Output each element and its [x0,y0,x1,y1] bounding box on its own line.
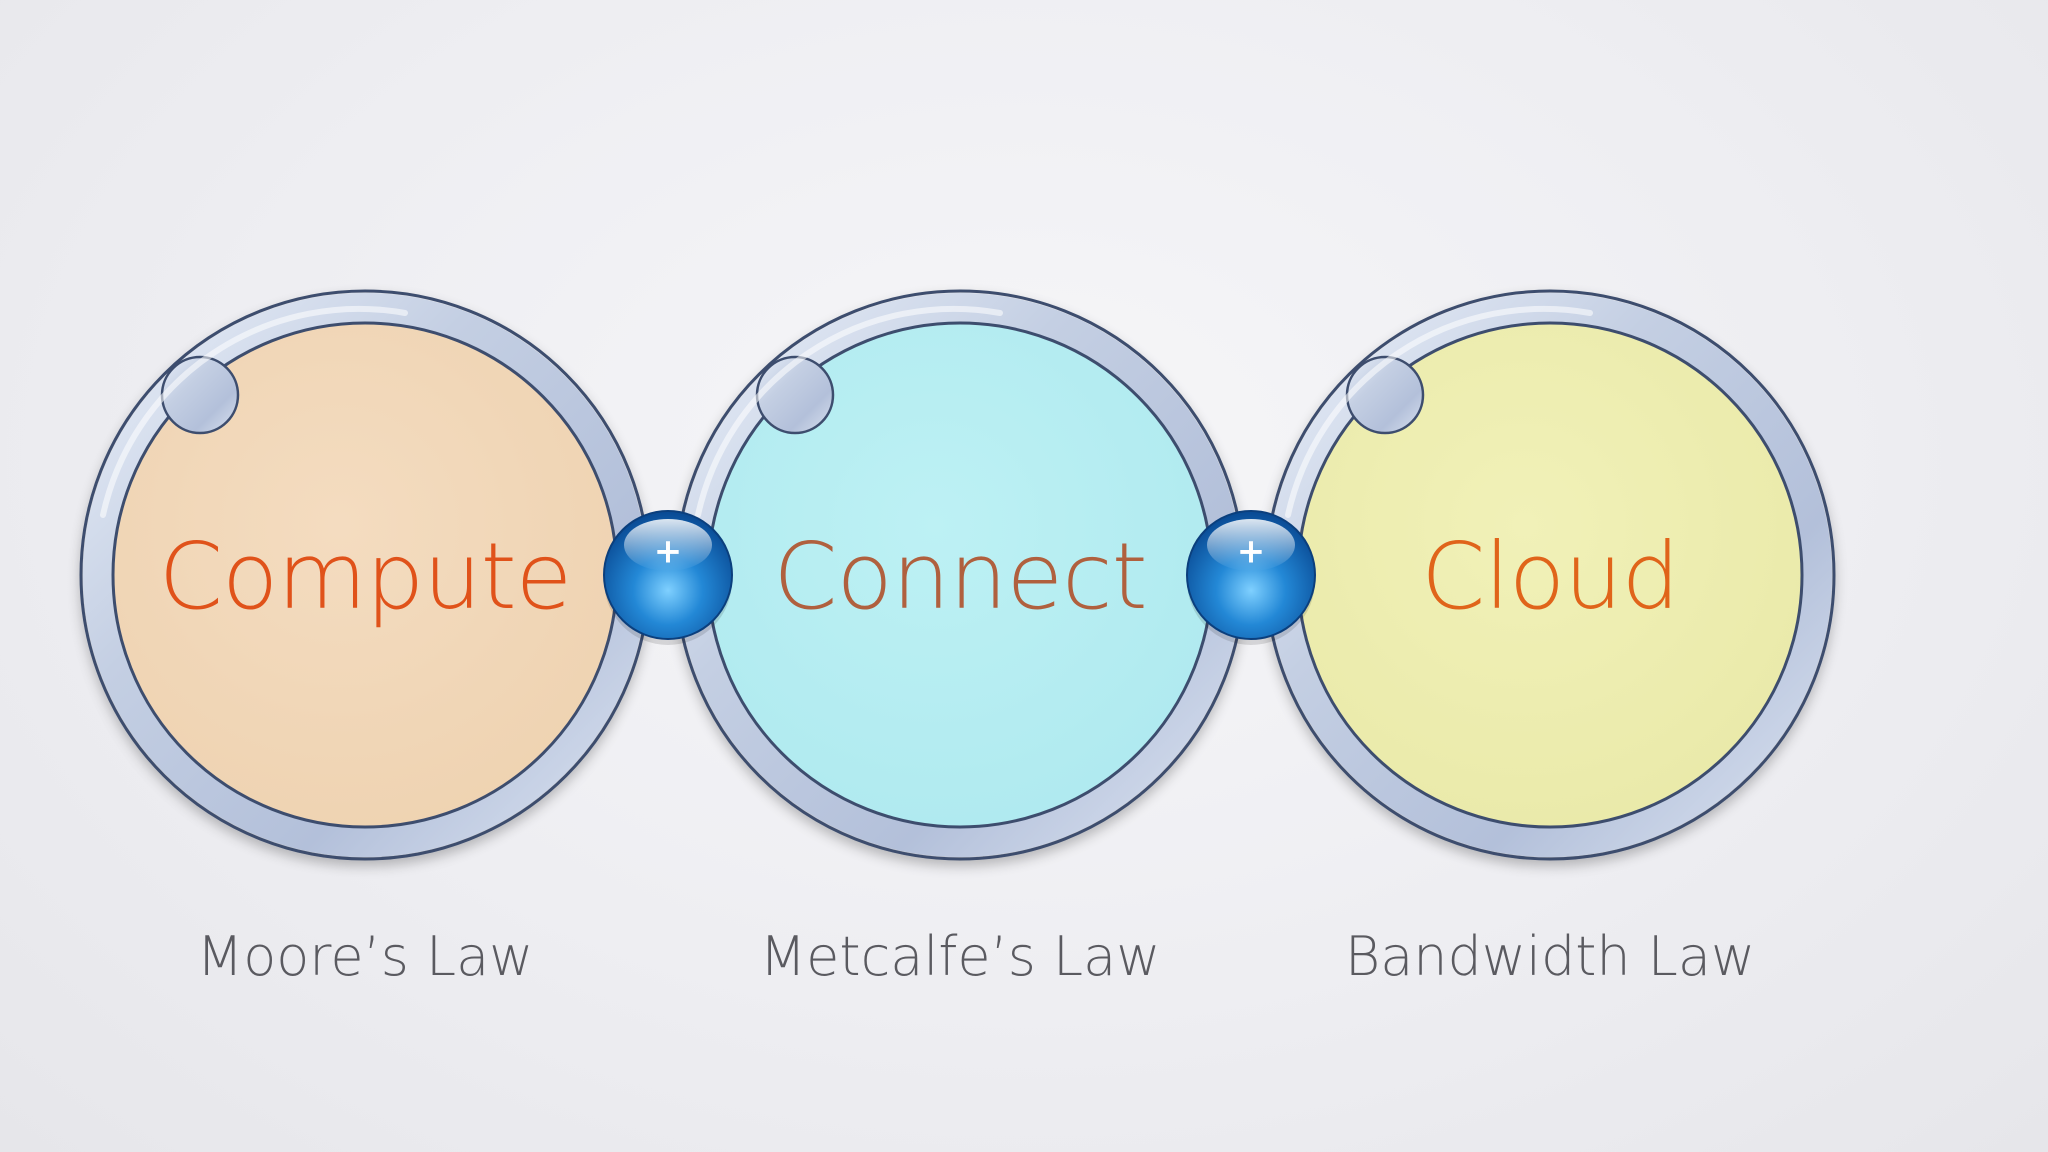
label-connect: Connect [773,523,1147,630]
node-cloud [1264,289,1836,861]
label-compute: Compute [158,523,573,630]
connector-2: + [1186,510,1316,645]
ring-highlight [100,305,408,518]
plus-sign: + [654,532,683,572]
bead-shine [624,519,712,571]
law-label-2: Metcalfe’s Law [759,925,1161,988]
ring-highlight [695,305,1003,518]
law-label-3: Bandwidth Law [1344,925,1756,988]
ring-notch [160,355,240,435]
label-cloud: Cloud [1421,523,1680,630]
ring-highlight [1285,305,1593,518]
plus-sign: + [1237,532,1266,572]
ring-notch [1345,355,1425,435]
ring-notch [755,355,835,435]
bead-shine [1207,519,1295,571]
law-label-1: Moore’s Law [196,925,534,988]
connector-1: + [603,510,733,645]
